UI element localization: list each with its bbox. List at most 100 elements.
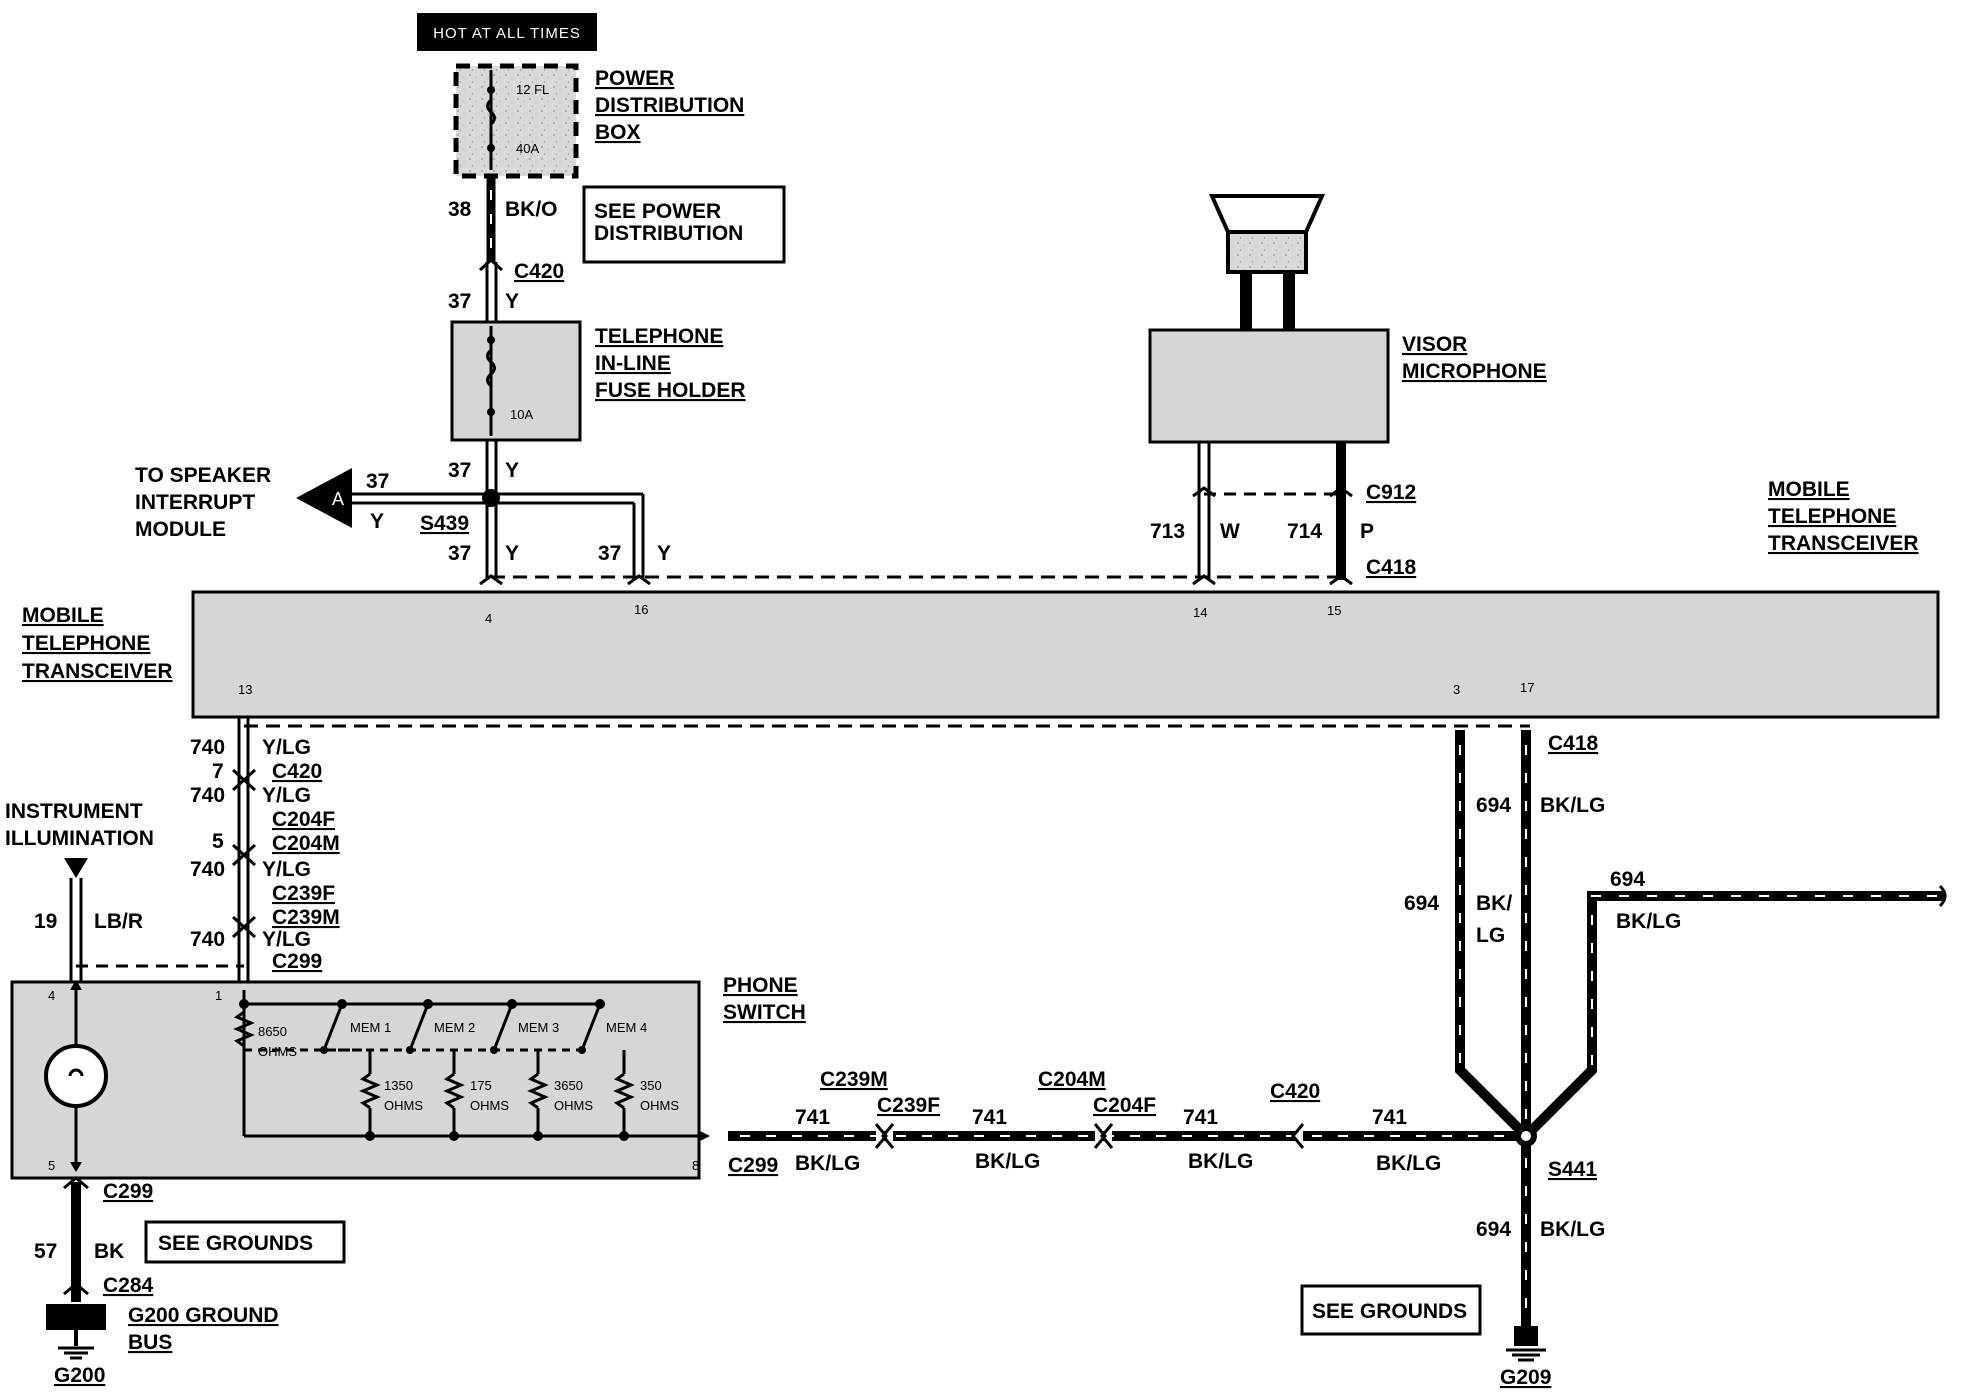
transceiver-pin-13: 13	[238, 682, 252, 697]
wire-19-number: 19	[34, 910, 57, 933]
see-power-distribution-box: SEE POWER DISTRIBUTION	[582, 185, 786, 264]
hot-at-all-times-banner: HOT AT ALL TIMES	[417, 13, 597, 51]
pdb-title-line3: BOX	[595, 121, 641, 144]
speaker-interrupt-line1: TO SPEAKER	[135, 464, 271, 487]
wire-741-number-c: 741	[1183, 1106, 1218, 1129]
connector-c418-bottom-label: C418	[1548, 732, 1599, 755]
resistor-175-icon	[443, 1050, 465, 1141]
wire-740-number-b: 740	[190, 784, 225, 807]
wire-694-number-d: 694	[1476, 1218, 1511, 1241]
fuse-number-12fl: 12 FL	[516, 82, 549, 97]
resistor-3650-icon	[527, 1050, 549, 1141]
wire-713-number: 713	[1150, 520, 1185, 543]
wire-694-color-b-part2: LG	[1476, 924, 1505, 947]
visor-mic-title-line1: VISOR	[1402, 333, 1467, 356]
wire-740-number-d: 740	[190, 928, 225, 951]
wire-741-color-b: BK/LG	[975, 1150, 1040, 1173]
wire-713-color: W	[1220, 520, 1240, 543]
connector-c299-top-label: C299	[272, 950, 322, 973]
speaker-interrupt-line3: MODULE	[135, 518, 226, 541]
wire-740-color-b: Y/LG	[262, 784, 311, 807]
see-grounds-box-left: SEE GROUNDS	[144, 1220, 346, 1264]
see-grounds-box-right: SEE GROUNDS	[1300, 1284, 1482, 1336]
wire-c204-pin5: 5	[212, 830, 224, 853]
hot-at-all-times-text: HOT AT ALL TIMES	[433, 25, 581, 42]
connector-c204f-left-label: C204F	[272, 808, 335, 831]
resistor-175-unit: OHMS	[470, 1098, 509, 1113]
transceiver-left-line2: TELEPHONE	[22, 632, 150, 655]
wire-694-bklg-a	[1455, 730, 1526, 1136]
connector-c239f-label: C239F	[877, 1094, 940, 1117]
resistor-3650-unit: OHMS	[554, 1098, 593, 1113]
mem-4-label: MEM 4	[606, 1020, 647, 1035]
wire-740-color-a: Y/LG	[262, 736, 311, 759]
wire-741-number-b: 741	[972, 1106, 1007, 1129]
wire-37-color-d: Y	[657, 542, 671, 565]
wire-38-color: BK/O	[505, 198, 558, 221]
fuse-rating-10a: 10A	[510, 407, 533, 422]
instrument-illumination-line1: INSTRUMENT	[5, 800, 143, 823]
wire-740-color-d: Y/LG	[262, 928, 311, 951]
wire-57-number: 57	[34, 1240, 57, 1263]
power-distribution-box: 12 FL 40A	[453, 63, 579, 179]
resistor-350-value: 350	[640, 1078, 662, 1093]
mem-3-label: MEM 3	[518, 1020, 559, 1035]
wire-19-color: LB/R	[94, 910, 143, 933]
wire-740-color-c: Y/LG	[262, 858, 311, 881]
wire-740-number-a: 740	[190, 736, 225, 759]
connector-c418-top-label: C418	[1366, 556, 1417, 579]
wire-694-color-b-part1: BK/	[1476, 892, 1512, 915]
transceiver-right-line3: TRANSCEIVER	[1768, 532, 1919, 555]
wire-37-color-a: Y	[505, 290, 519, 313]
wire-37-color-c: Y	[505, 542, 519, 565]
resistor-8650-unit: OHMS	[258, 1044, 297, 1059]
wire-37-number-d: 37	[598, 542, 621, 565]
wire-694-number-a: 694	[1476, 794, 1511, 817]
wire-694-color-d: BK/LG	[1540, 1218, 1605, 1241]
phone-switch-pin-1: 1	[215, 988, 222, 1003]
wire-694-color-a: BK/LG	[1540, 794, 1605, 817]
see-power-line2: DISTRIBUTION	[594, 222, 743, 245]
g200-bus-label-line2: BUS	[128, 1331, 172, 1354]
fuse-holder-title-line1: TELEPHONE	[595, 325, 723, 348]
mobile-telephone-transceiver	[191, 590, 1940, 719]
connector-a-ref: A	[332, 489, 344, 509]
instrument-illumination-line2: ILLUMINATION	[5, 827, 154, 850]
connector-c420-label: C420	[514, 260, 564, 283]
illumination-bulb-icon	[44, 1044, 108, 1108]
resistor-8650-value: 8650	[258, 1024, 287, 1039]
wire-694-color-c: BK/LG	[1616, 910, 1681, 933]
resistor-3650-value: 3650	[554, 1078, 583, 1093]
wire-694-number-b: 694	[1404, 892, 1439, 915]
phone-switch-pin-4: 4	[48, 988, 55, 1003]
connector-c299-bottom-label: C299	[103, 1180, 153, 1203]
wire-37-number-speaker: 37	[366, 470, 389, 493]
connector-c239m-label: C239M	[820, 1068, 888, 1091]
wire-741-number-a: 741	[795, 1106, 830, 1129]
connector-c420-top	[478, 257, 504, 272]
splice-s441-label: S441	[1548, 1158, 1597, 1181]
visor-mic-title-line2: MICROPHONE	[1402, 360, 1547, 383]
phone-switch-pin-5: 5	[48, 1158, 55, 1173]
transceiver-pin-14: 14	[1193, 605, 1207, 620]
phone-switch-pin-8: 8	[692, 1158, 699, 1173]
transceiver-pin-16: 16	[634, 602, 648, 617]
wire-694-number-c: 694	[1610, 868, 1645, 891]
connector-c420-right-label: C420	[1270, 1080, 1320, 1103]
fuse-holder-title-line2: IN-LINE	[595, 352, 671, 375]
transceiver-pin-4: 4	[485, 611, 492, 626]
inline-fuse-holder: 10A	[450, 320, 582, 442]
wire-37-number-c: 37	[448, 542, 471, 565]
resistor-350-unit: OHMS	[640, 1098, 679, 1113]
connector-c299-right-label: C299	[728, 1154, 778, 1177]
fuse-rating-40a: 40A	[516, 141, 539, 156]
wire-741-color-d: BK/LG	[1376, 1152, 1441, 1175]
resistor-1350-value: 1350	[384, 1078, 413, 1093]
connector-c912-label: C912	[1366, 481, 1416, 504]
wire-740-number-c: 740	[190, 858, 225, 881]
speaker-interrupt-arrow	[296, 468, 352, 528]
g200-ground-bus-icon	[46, 1304, 106, 1360]
splice-s439-label: S439	[420, 512, 469, 535]
transceiver-left-line1: MOBILE	[22, 604, 104, 627]
